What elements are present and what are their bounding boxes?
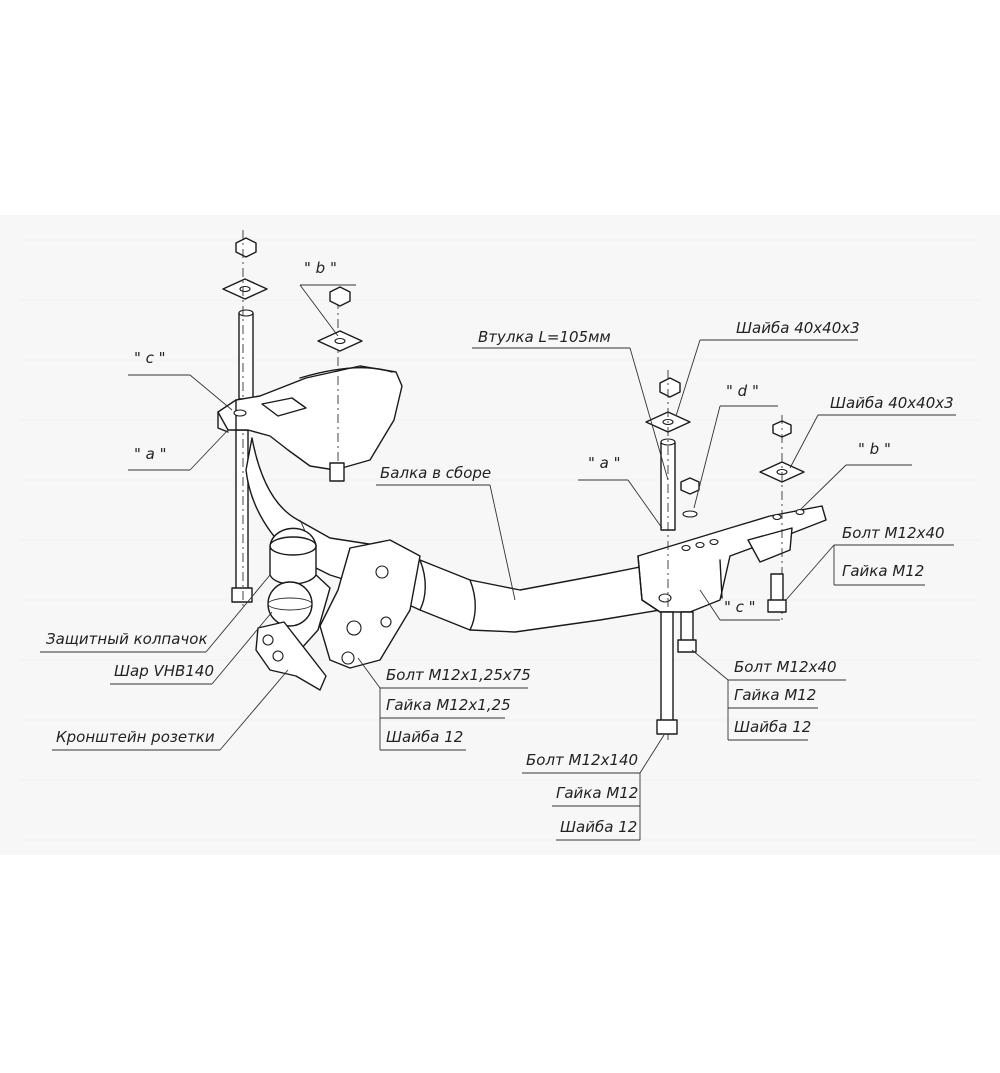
- label-gaika-m12-bottom: Гайка М12: [556, 784, 638, 802]
- label-b-right: " b ": [858, 440, 891, 458]
- label-vtulka: Втулка L=105мм: [478, 328, 611, 346]
- label-gaika-m12x125: Гайка М12х1,25: [386, 696, 511, 714]
- background-watermark: [0, 215, 1000, 855]
- leader-lines: [40, 284, 956, 841]
- tow-ball-assembly: [255, 527, 421, 691]
- label-a-mid: " a ": [588, 454, 621, 472]
- label-c-left: " c ": [134, 349, 166, 367]
- label-shaiba-12-bottom: Шайба 12: [560, 818, 637, 836]
- label-b-top: " b ": [304, 259, 337, 277]
- label-bolt-m12x140: Болт М12х140: [526, 751, 638, 769]
- label-d: " d ": [726, 382, 759, 400]
- label-balka: Балка в сборе: [380, 464, 491, 482]
- label-a-left: " a ": [134, 445, 167, 463]
- label-kronshtein-rozetki: Кронштейн розетки: [56, 728, 215, 746]
- label-bolt-m12x40-lower: Болт М12х40: [734, 658, 837, 676]
- label-zashchitny-kolpachok: Защитный колпачок: [46, 630, 208, 648]
- label-bolt-m12x40-right: Болт М12х40: [842, 524, 945, 542]
- left-side-bracket: [217, 286, 403, 482]
- label-bolt-m12x125x75: Болт М12х1,25х75: [386, 666, 531, 684]
- label-shar: Шар VHB140: [114, 662, 214, 680]
- label-gaika-m12-lower: Гайка М12: [734, 686, 816, 704]
- label-gaika-m12-right: Гайка М12: [842, 562, 924, 580]
- right-mount-bracket: [637, 370, 827, 740]
- label-shaiba-12-lower: Шайба 12: [734, 718, 811, 736]
- label-shaiba-12-mid: Шайба 12: [386, 728, 463, 746]
- label-shaiba-40-right: Шайба 40х40х3: [830, 394, 954, 412]
- label-c-right: " c ": [724, 598, 756, 616]
- label-shaiba-40-top: Шайба 40х40х3: [736, 319, 860, 337]
- labels: " c " " a " " b " Втулка L=105мм Шайба 4…: [46, 259, 954, 836]
